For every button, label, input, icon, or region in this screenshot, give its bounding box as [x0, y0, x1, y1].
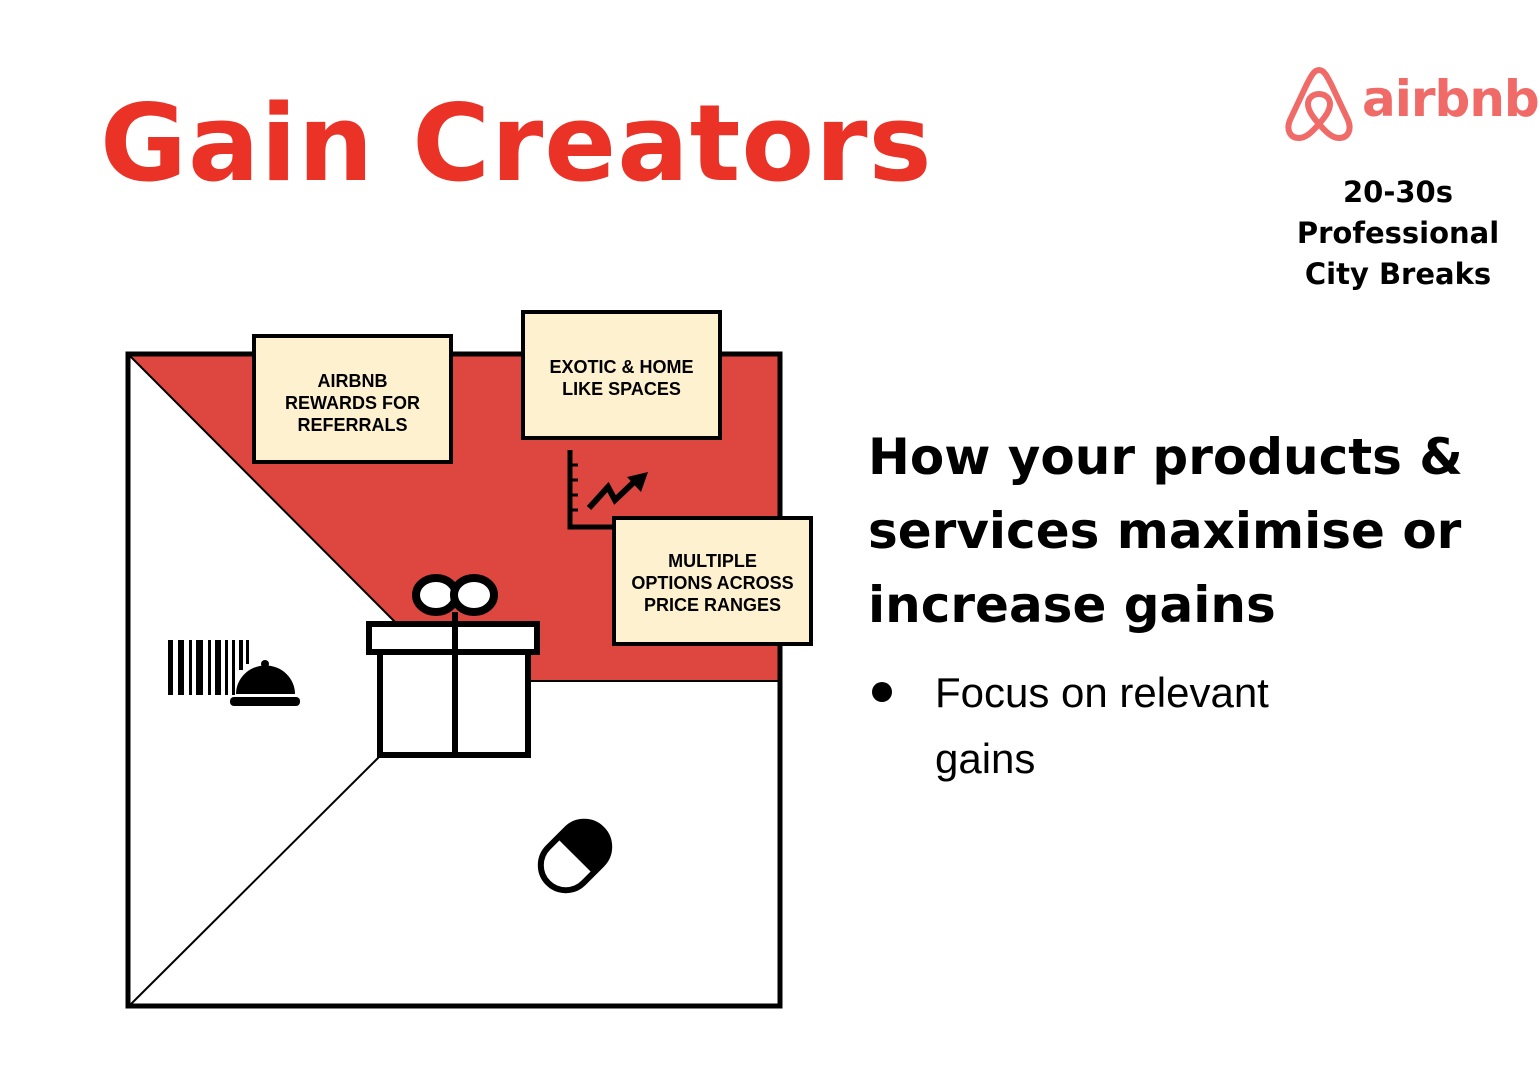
section-heading: How your products & services maximise or…	[868, 428, 1463, 634]
note-text: EXOTIC & HOME LIKE SPACES	[549, 357, 694, 399]
segment-line: Professional	[1296, 216, 1500, 250]
segment-line: 20-30s	[1342, 175, 1453, 209]
growth-chart-icon	[567, 450, 648, 530]
bullet-item: Focus on relevant gains	[872, 660, 1355, 792]
divider-line	[129, 355, 396, 623]
airbnb-wordmark: airbnb	[1362, 70, 1540, 128]
airbnb-logo-icon	[1285, 67, 1353, 141]
note-text: AIRBNB REWARDS FOR REFERRALS	[285, 371, 420, 435]
segment-line: City Breaks	[1304, 257, 1492, 291]
divider-line	[129, 755, 381, 1006]
note-text: MULTIPLE OPTIONS ACROSS PRICE RANGES	[631, 551, 794, 615]
note-exotic-spaces: EXOTIC & HOME LIKE SPACES	[521, 310, 722, 440]
pill-icon	[537, 818, 613, 894]
slide-title: Gain Creators	[100, 82, 933, 205]
barcode-bell-icon	[168, 640, 300, 706]
note-referral-rewards: AIRBNB REWARDS FOR REFERRALS	[252, 334, 453, 464]
bullet-text: Focus on relevant gains	[935, 669, 1269, 782]
gift-icon	[366, 574, 540, 758]
note-price-ranges: MULTIPLE OPTIONS ACROSS PRICE RANGES	[612, 516, 813, 646]
bullet-dot	[872, 682, 892, 702]
customer-segment: 20-30s Professional City Breaks	[1280, 172, 1516, 295]
